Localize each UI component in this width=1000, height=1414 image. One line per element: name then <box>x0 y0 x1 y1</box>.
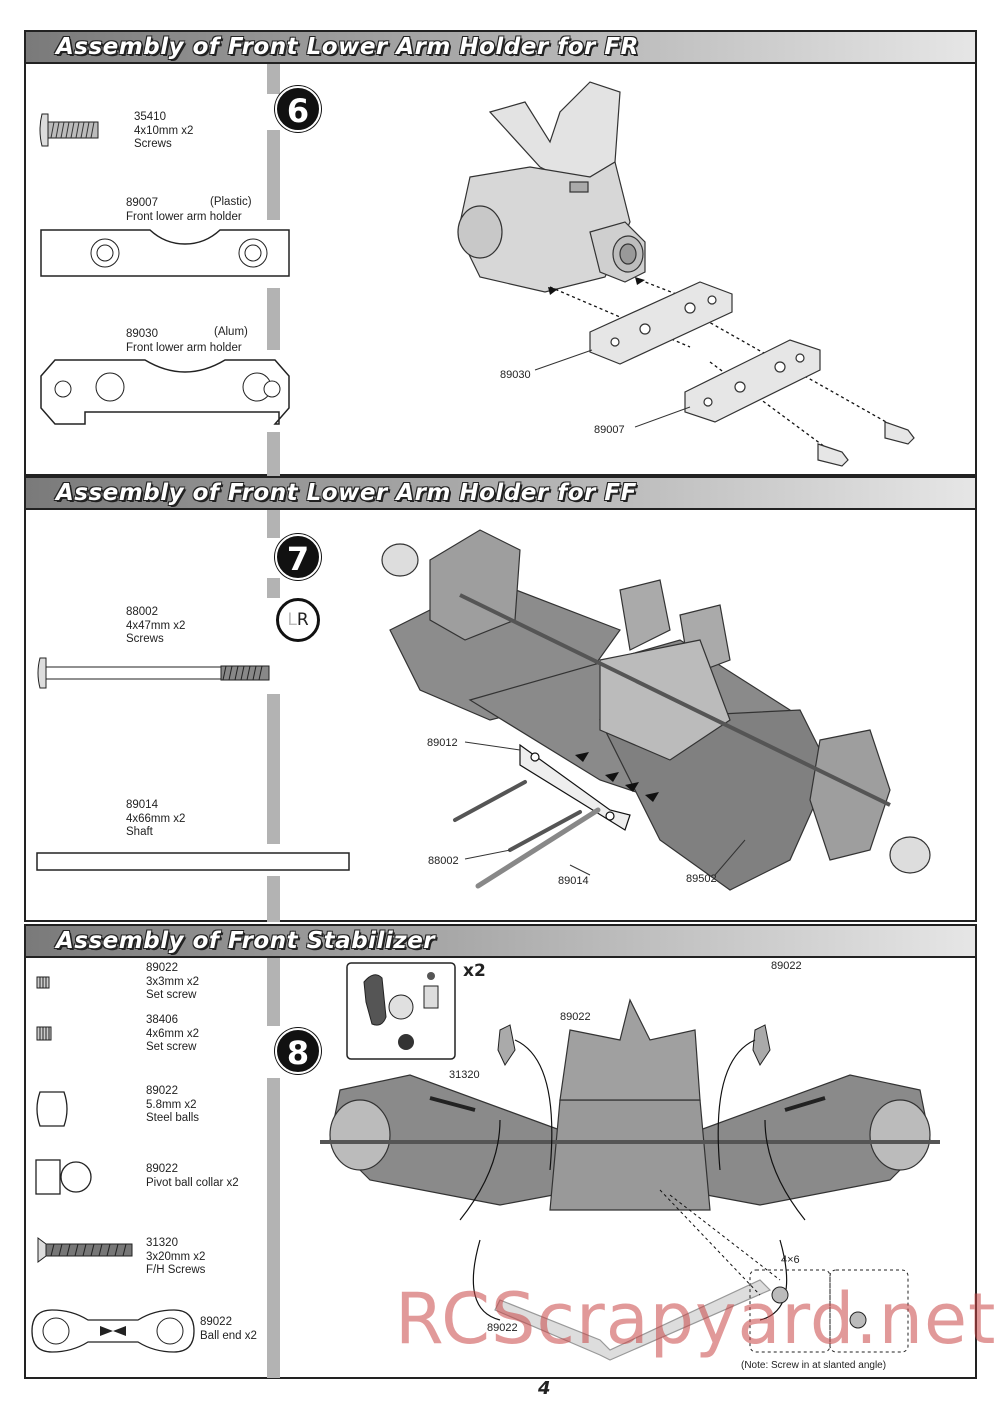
section-ff-divider <box>267 510 280 538</box>
step-number-7: 7 <box>275 534 321 580</box>
shaft-89014-drawing <box>36 852 350 871</box>
callout-89022-stabilizer-bar: 89022 <box>487 1322 518 1334</box>
callout-89502: 89502 <box>686 873 717 885</box>
pivot-ball-collar-drawing <box>35 1159 92 1195</box>
callout-88002: 88002 <box>428 855 459 867</box>
callout-4x6: 4×6 <box>781 1254 800 1266</box>
callout-89007: 89007 <box>594 424 625 436</box>
callout-89014: 89014 <box>558 875 589 887</box>
lr-icon: LR <box>276 598 320 642</box>
watermark: RCScrapyard.net <box>395 1278 997 1360</box>
callout-31320: 31320 <box>449 1069 480 1081</box>
part-89022-setscrew-label: 89022 3x3mm x2 Set screw <box>146 962 200 1001</box>
callout-89012: 89012 <box>427 737 458 749</box>
part-35410-label: 35410 4x10mm x2 Screws <box>134 111 194 150</box>
section-stabilizer-banner: Assembly of Front Stabilizer <box>24 924 977 958</box>
screw-31320-drawing <box>37 1237 133 1263</box>
section-fr-banner: Assembly of Front Lower Arm Holder for F… <box>24 30 977 64</box>
part-88002-label: 88002 4x47mm x2 Screws <box>126 606 186 645</box>
set-screw-4x6-drawing <box>36 1026 52 1041</box>
front-lower-arm-holder-plastic-drawing <box>40 229 290 277</box>
callout-89030: 89030 <box>500 369 531 381</box>
section-fr-title: Assembly of Front Lower Arm Holder for F… <box>56 34 639 60</box>
section-fr-divider <box>267 432 280 476</box>
part-89014-label: 89014 4x66mm x2 Shaft <box>126 799 186 838</box>
front-gearbox-fr-drawing <box>457 81 915 467</box>
part-31320-label: 31320 3x20mm x2 F/H Screws <box>146 1237 206 1276</box>
section-fr-divider <box>267 130 280 220</box>
part-89007-material: (Plastic) <box>210 196 252 208</box>
slanted-screw-note: (Note: Screw in at slanted angle) <box>741 1360 887 1371</box>
section-stabilizer-divider <box>267 1078 280 1378</box>
front-lower-arm-holder-alum-drawing <box>40 359 290 425</box>
ball-end-drawing <box>31 1309 195 1353</box>
ball-end-inset-drawing <box>346 962 456 1060</box>
section-fr-divider <box>267 64 280 94</box>
section-stabilizer-title: Assembly of Front Stabilizer <box>56 928 436 954</box>
screw-88002-drawing <box>37 657 270 689</box>
section-fr-divider <box>267 288 280 350</box>
part-89022-ball-label: 89022 5.8mm x2 Steel balls <box>146 1085 200 1124</box>
front-stabilizer-assembly-drawing <box>320 998 940 1361</box>
inset-count: x2 <box>463 961 486 981</box>
screw-35410-drawing <box>39 113 99 147</box>
step-number-6: 6 <box>275 86 321 132</box>
section-ff-divider <box>267 694 280 844</box>
section-ff-divider <box>267 876 280 922</box>
section-stabilizer-divider <box>267 958 280 1026</box>
callout-89022-top-right: 89022 <box>771 960 802 972</box>
part-89007-label: 89007 Front lower arm holder <box>126 197 242 223</box>
part-89030-label: 89030 Front lower arm holder <box>126 328 242 354</box>
part-89022-collar-label: 89022 Pivot ball collar x2 <box>146 1163 239 1189</box>
section-ff-banner: Assembly of Front Lower Arm Holder for F… <box>24 476 977 510</box>
callout-89022-left-arm: 89022 <box>560 1011 591 1023</box>
front-suspension-ff-drawing <box>381 529 931 891</box>
section-ff-divider <box>267 578 280 598</box>
set-screw-3x3-drawing <box>36 976 50 989</box>
part-89030-material: (Alum) <box>214 326 248 338</box>
part-89022-ballend-label: 89022 Ball end x2 <box>200 1316 257 1342</box>
steel-ball-drawing <box>36 1091 68 1127</box>
step-number-8: 8 <box>275 1028 321 1074</box>
part-38406-label: 38406 4x6mm x2 Set screw <box>146 1014 200 1053</box>
section-ff-title: Assembly of Front Lower Arm Holder for F… <box>56 480 637 506</box>
page-number: 4 <box>538 1378 551 1399</box>
